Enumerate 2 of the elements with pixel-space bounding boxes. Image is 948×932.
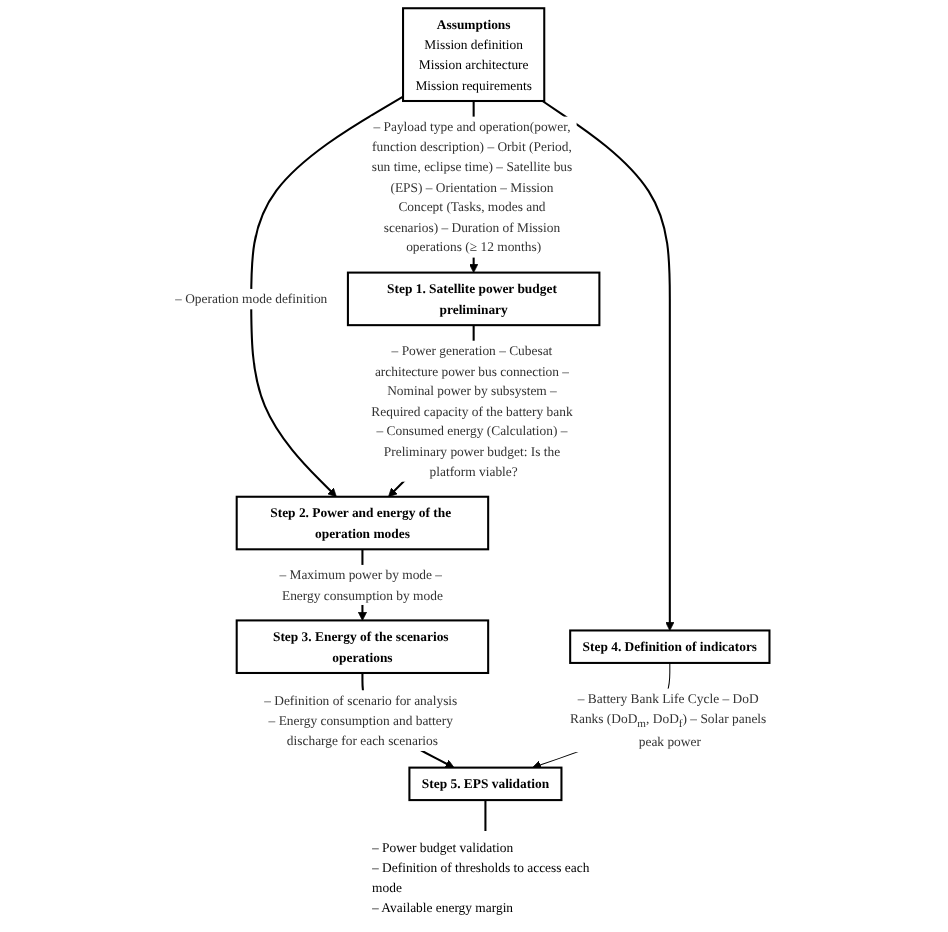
arrow [250,95,404,498]
arrow [541,100,675,631]
